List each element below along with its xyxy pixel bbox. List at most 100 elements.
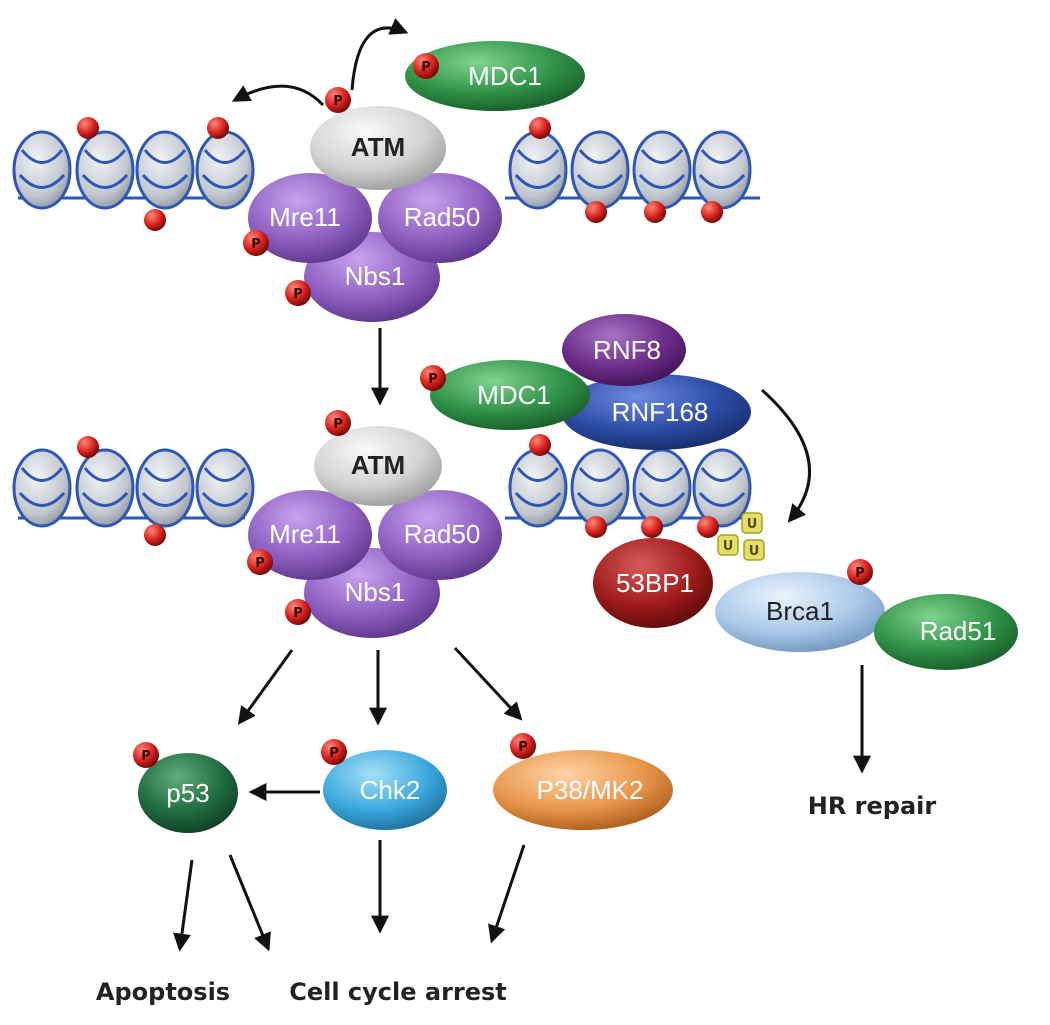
mre11-protein: [248, 173, 372, 263]
middle-phospho-labels: P P P P P: [247, 365, 873, 625]
atm-protein: [314, 426, 442, 506]
53bp1-protein: [593, 538, 713, 628]
ubiquitin-chain: U U U: [717, 512, 765, 561]
phospho-dot: [77, 117, 99, 139]
svg-text:U: U: [747, 517, 758, 532]
svg-text:P: P: [518, 740, 528, 755]
phospho-dot: [585, 201, 607, 223]
phospho-marker: P: [133, 742, 159, 768]
nucleosome: [12, 130, 72, 210]
middle-chromatin: [12, 448, 760, 528]
nbs1-label: Nbs1: [345, 577, 406, 607]
nucleosome: [135, 448, 195, 528]
brca1-label: Brca1: [766, 596, 834, 626]
rad50-label: Rad50: [404, 519, 481, 549]
nucleosome: [692, 130, 752, 210]
phospho-dot: [585, 516, 607, 538]
phospho-dot: [207, 117, 229, 139]
downstream-effectors: p53 Chk2 P38/MK2 P P P: [133, 733, 673, 833]
nbs1-label: Nbs1: [345, 261, 406, 291]
p53-to-apoptosis-arrow: [173, 859, 194, 952]
phospho-dot: [529, 117, 551, 139]
nbs1-to-p38-arrow: [453, 646, 523, 721]
phospho-dot: [144, 209, 166, 231]
ubiquitin-marker: U: [741, 512, 763, 534]
phospho-marker: P: [325, 410, 351, 436]
chk2-protein: [323, 750, 447, 830]
atm-label: ATM: [351, 132, 405, 162]
hr-repair-label: HR repair: [808, 792, 937, 820]
p53-protein: [138, 753, 238, 833]
rnf8-protein: [562, 314, 686, 386]
svg-text:P: P: [333, 417, 343, 432]
ligase-to-ubiquitin-arrow: [760, 388, 812, 523]
top-mrn-complex: ATM Mre11 Rad50 Nbs1: [248, 106, 502, 322]
rnf168-protein: [561, 374, 751, 450]
svg-text:P: P: [421, 60, 431, 75]
cell-cycle-arrest-label: Cell cycle arrest: [289, 978, 507, 1006]
ubiquitin-marker: U: [743, 539, 765, 561]
middle-ubiquitin-ligases: RNF8 RNF168 MDC1: [430, 314, 751, 450]
svg-text:P: P: [855, 566, 865, 581]
nucleosome: [75, 130, 135, 210]
brca1-protein: [715, 572, 885, 652]
nucleosome: [632, 130, 692, 210]
nucleosome: [508, 448, 568, 528]
svg-text:U: U: [723, 539, 734, 554]
svg-text:P: P: [293, 606, 303, 621]
svg-text:P: P: [251, 237, 261, 252]
nucleosome: [195, 448, 255, 528]
p53-label: p53: [166, 778, 209, 808]
rnf8-label: RNF8: [593, 335, 661, 365]
p53-to-arrest-arrow: [228, 854, 271, 952]
mdc1-protein: [405, 41, 585, 111]
phospho-marker: P: [413, 53, 439, 79]
atm-to-histone-arrow: [231, 84, 325, 107]
atm-protein: [310, 106, 446, 190]
nucleosome: [570, 448, 630, 528]
mdc1-label: MDC1: [477, 380, 551, 410]
atm-to-mdc1-arrow: [350, 18, 409, 91]
repair-complex: 53BP1 Brca1 Rad51: [593, 538, 1018, 670]
phospho-dot: [641, 516, 663, 538]
phospho-marker: P: [847, 559, 873, 585]
rad51-label: Rad51: [920, 616, 997, 646]
svg-text:P: P: [255, 556, 265, 571]
nucleosome: [195, 130, 255, 210]
atm-label: ATM: [351, 450, 405, 480]
phospho-marker: P: [247, 549, 273, 575]
phospho-marker: P: [285, 280, 311, 306]
phospho-dot: [77, 436, 99, 458]
middle-mrn-complex: ATM Mre11 Rad50 Nbs1: [248, 426, 502, 638]
mre11-label: Mre11: [269, 202, 341, 232]
top-phospho-labels: P P P P: [243, 53, 439, 306]
nucleosome: [570, 130, 630, 210]
phospho-marker: P: [420, 365, 446, 391]
top-mdc1: MDC1: [405, 41, 585, 111]
phospho-dot: [697, 516, 719, 538]
mdc1-protein: [430, 360, 590, 430]
nucleosome: [508, 130, 568, 210]
rad50-protein: [378, 490, 502, 580]
chk2-label: Chk2: [360, 775, 421, 805]
p38-mk2-label: P38/MK2: [537, 775, 644, 805]
svg-text:U: U: [749, 544, 760, 559]
mdc1-label: MDC1: [468, 61, 542, 91]
53bp1-label: 53BP1: [616, 568, 694, 598]
svg-text:P: P: [141, 749, 151, 764]
phospho-dot: [144, 524, 166, 546]
top-histone-phosphates: [77, 117, 723, 231]
svg-text:P: P: [333, 94, 343, 109]
mre11-protein: [248, 490, 372, 580]
phospho-marker: P: [243, 230, 269, 256]
phospho-marker: P: [321, 739, 347, 765]
mre11-label: Mre11: [269, 519, 341, 549]
top-chromatin: [12, 130, 760, 210]
nucleosome: [632, 448, 692, 528]
svg-text:P: P: [329, 746, 339, 761]
nucleosome: [692, 448, 752, 528]
nucleosome: [135, 130, 195, 210]
nucleosome: [12, 448, 72, 528]
